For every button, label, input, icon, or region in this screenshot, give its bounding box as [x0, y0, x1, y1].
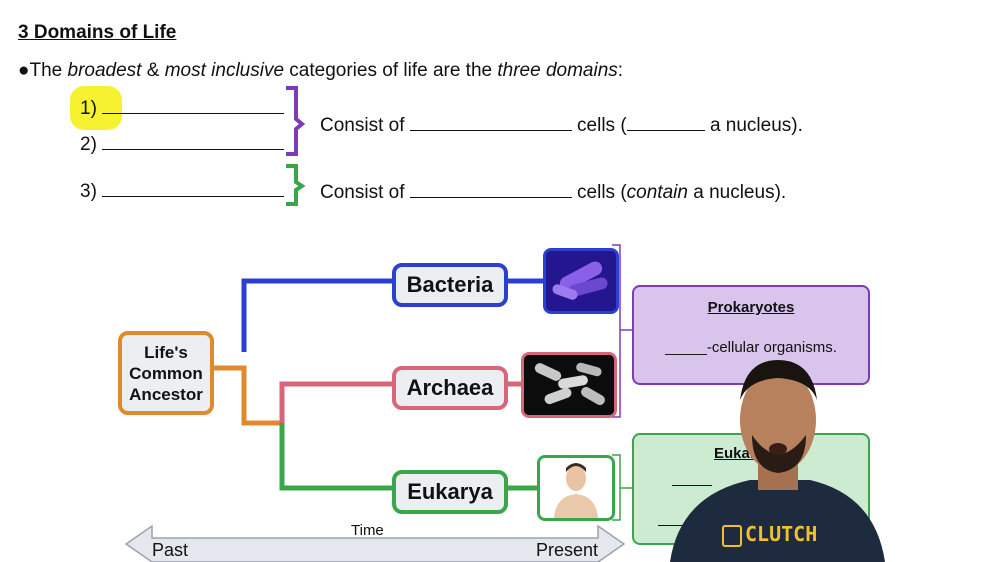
green-bracket [286, 164, 306, 206]
bacteria-picture [546, 251, 616, 311]
brackets [286, 86, 306, 206]
yellow-highlight [70, 86, 122, 130]
eukarya-box: Eukarya [392, 470, 508, 514]
consist2-label: Consist of [320, 182, 405, 203]
blank-2 [102, 133, 285, 150]
archaea-branch [279, 381, 395, 423]
intro-text-3: categories of life are the [284, 60, 498, 81]
prokaryote-bracket [612, 244, 621, 418]
consist-row-1: Consist of cells ( a nucleus). [320, 114, 803, 137]
clutch-logo: CLUTCH [722, 522, 817, 547]
prokaryotes-text: _____-cellular organisms. [665, 339, 837, 356]
list-number-1: 1) [80, 98, 97, 119]
consist2-nucleus: a nucleus). [687, 182, 787, 203]
list-item-2: 2) [80, 133, 285, 156]
timeline-past: Past [152, 540, 189, 560]
eukaryotes-blank-2 [658, 525, 698, 526]
eukarya-branch [279, 423, 395, 491]
consist-row-2: Consist of cells (contain a nucleus). [320, 181, 786, 204]
blank-nucleus [626, 114, 705, 131]
list-number-3: 3) [80, 181, 97, 202]
blank-cell-type-1 [409, 114, 572, 131]
bacteria-image [543, 248, 619, 314]
intro-em-broadest: broadest [67, 60, 142, 81]
heading: 3 Domains of Life [18, 22, 177, 43]
list-item-1: 1) [80, 97, 285, 120]
prokaryotes-title: Prokaryotes [707, 299, 795, 316]
list-number-2: 2) [80, 134, 97, 155]
bullet: ● [18, 60, 30, 81]
intro-text-2: & [141, 60, 165, 81]
intro-em-domains: three domains [497, 60, 618, 81]
intro-line: ●The broadest & most inclusive categorie… [18, 60, 623, 82]
purple-bracket [286, 86, 306, 156]
ancestor-branch [205, 365, 282, 426]
timeline-arrow [124, 524, 626, 562]
eukarya-image [537, 455, 615, 521]
eukaryotes-blank-1 [672, 485, 712, 486]
intro-text-4: : [617, 60, 624, 81]
consist2-contain: contain [626, 182, 688, 203]
blank-3 [102, 180, 285, 197]
archaea-picture [524, 355, 614, 415]
list-item-3: 3) [80, 180, 285, 203]
blank-cell-type-2 [409, 181, 572, 198]
blank-1 [102, 97, 285, 114]
bacteria-branch [241, 278, 395, 352]
eukaryotes-title: Eukar [714, 445, 756, 462]
timeline-label: Time [351, 522, 384, 539]
human-picture [540, 458, 612, 518]
archaea-box: Archaea [392, 366, 508, 410]
archaea-image [521, 352, 617, 418]
ancestor-box: Life's Common Ancestor [118, 331, 214, 415]
consist1-nucleus: a nucleus). [709, 115, 803, 136]
consist1-cells: cells ( [577, 115, 627, 136]
timeline-present: Present [536, 540, 599, 560]
consist1-label: Consist of [320, 115, 405, 136]
bacteria-box: Bacteria [392, 263, 508, 307]
consist2-cells: cells ( [577, 182, 627, 203]
clutch-hex-icon [722, 524, 742, 547]
brand-text: CLUTCH [745, 522, 818, 546]
intro-em-inclusive: most inclusive [164, 60, 285, 81]
intro-text-1: The [29, 60, 68, 81]
